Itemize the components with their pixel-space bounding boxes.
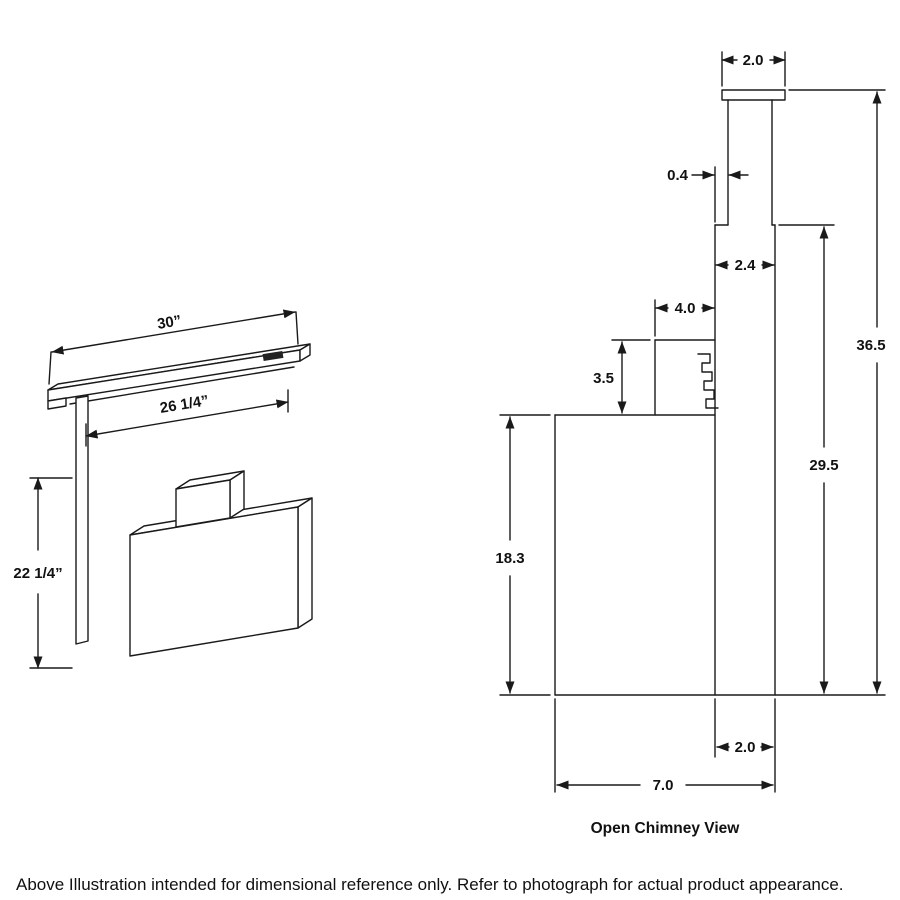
- dim-total-depth: [554, 698, 774, 793]
- dim-pipe-offset: [691, 166, 749, 223]
- dim-label-total-depth: 7.0: [653, 777, 674, 794]
- dim-label-chimney-depth-bottom: 2.0: [735, 739, 756, 756]
- dim-label-unit-height: 22 1/4”: [13, 565, 62, 582]
- slab-left-lip: [47, 397, 67, 410]
- dim-line: [51, 309, 296, 355]
- disclaimer-caption: Above Illustration intended for dimensio…: [16, 875, 844, 894]
- dim-label-duct-height: 3.5: [593, 370, 614, 387]
- dim-cap-width: [721, 51, 786, 87]
- dim-chimney-height: [778, 224, 835, 694]
- dim-label-total-height: 36.5: [856, 337, 885, 354]
- dim-label-chimney-depth-top: 2.4: [735, 257, 757, 274]
- blower-box-front-face: [129, 506, 299, 657]
- extension-line: [295, 311, 299, 345]
- dim-total-height: [788, 89, 886, 694]
- duct-box-right-face: [229, 470, 245, 519]
- blower-box-right-face: [297, 497, 313, 629]
- dim-body-height: [499, 414, 551, 696]
- dim-label-body-height: 18.3: [495, 550, 524, 567]
- downdraft-isometric-view: [29, 309, 313, 669]
- open-chimney-view: [499, 51, 886, 793]
- dim-line: [85, 399, 289, 439]
- dim-label-chimney-height: 29.5: [809, 457, 838, 474]
- dim-label-inner-width: 26 1/4”: [159, 392, 210, 417]
- dim-label-pipe-offset: 0.4: [667, 167, 689, 184]
- duct-box-front-face: [175, 479, 231, 528]
- dim-label-top-width: 30”: [156, 312, 183, 333]
- right-view-labels: 2.0 0.4 2.4 4.0 3.5 18.3 29.5 36.5 2.0 7…: [495, 52, 885, 837]
- extension-line: [48, 351, 52, 385]
- dim-duct-height: [611, 339, 651, 414]
- dim-top-width: [48, 309, 299, 385]
- dim-label-cap-width: 2.0: [743, 52, 764, 69]
- slab-front-face: [47, 349, 301, 402]
- chimney-cap: [721, 89, 786, 101]
- slab-underside-line: [69, 366, 295, 405]
- dim-unit-height: [29, 477, 73, 669]
- dim-inner-width: [85, 389, 289, 447]
- dim-chimney-depth-bottom: [714, 698, 776, 793]
- dim-label-duct-depth: 4.0: [675, 300, 696, 317]
- dim-duct-depth: [654, 299, 715, 337]
- view-title: Open Chimney View: [591, 820, 741, 837]
- slab-right-cap: [299, 343, 311, 362]
- back-panel-strip: [75, 395, 89, 645]
- stepped-outlet-detail: [697, 353, 719, 409]
